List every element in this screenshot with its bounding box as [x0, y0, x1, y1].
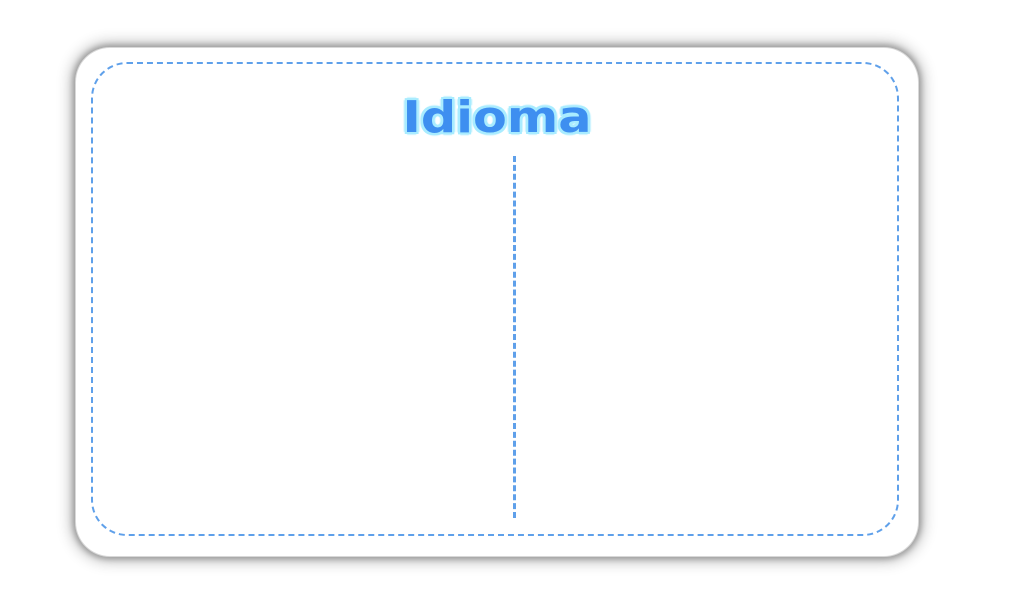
- dashed-frame: [91, 62, 899, 536]
- column-divider: [513, 156, 516, 518]
- left-column: [96, 156, 506, 518]
- language-card: Idioma: [76, 48, 918, 556]
- card-title: Idioma: [402, 92, 592, 143]
- right-column: [522, 156, 894, 518]
